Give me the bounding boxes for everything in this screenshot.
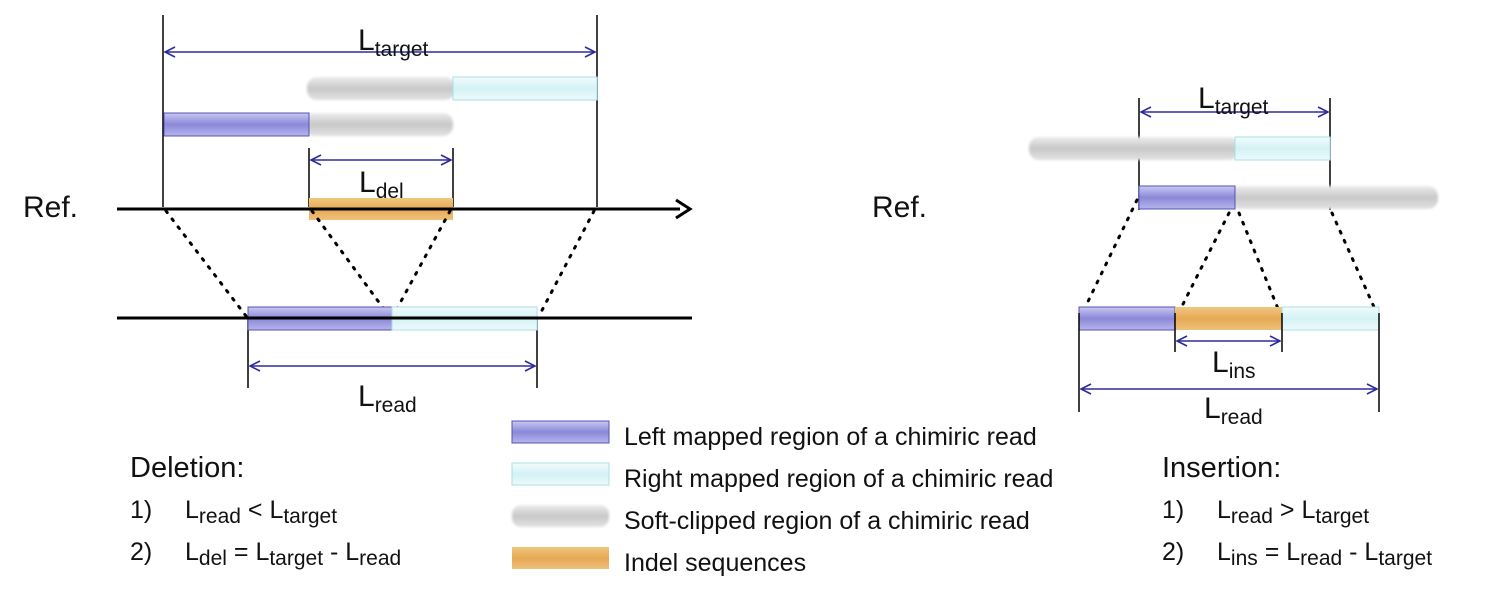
legend-label-right-mapped: Right mapped region of a chimiric read <box>624 465 1053 493</box>
projection-line <box>1079 198 1139 318</box>
insertion-title: Insertion: <box>1162 452 1281 484</box>
insertion-panel: Ref. Ltarget Lins Lread <box>872 82 1438 570</box>
projection-line <box>391 209 452 318</box>
deletion-condition-1: 1)Lread < Ltarget <box>130 496 337 528</box>
legend-label-indel: Indel sequences <box>624 549 806 577</box>
indel-sequence <box>1175 307 1282 330</box>
ref-label: Ref. <box>23 191 78 224</box>
l-target-label: Ltarget <box>358 24 429 61</box>
left-mapped-region <box>1138 185 1236 210</box>
projection-line <box>310 209 391 318</box>
insertion-condition-1: 1)Lread > Ltarget <box>1162 496 1369 528</box>
projection-line <box>1175 211 1231 318</box>
soft-clipped-region <box>305 113 453 136</box>
deletion-condition-2: 2)Ldel = Ltarget - Lread <box>130 538 401 570</box>
soft-clipped-region <box>1029 137 1239 160</box>
legend-label-left-mapped: Left mapped region of a chimiric read <box>624 423 1037 451</box>
legend: Left mapped region of a chimiric read Ri… <box>511 420 1053 577</box>
deletion-title: Deletion: <box>130 452 244 484</box>
reference-arrowhead <box>675 198 693 220</box>
legend-label-soft-clipped: Soft-clipped region of a chimiric read <box>624 507 1030 535</box>
deletion-panel: Ltarget Ldel Ref. Lread Deletion: 1)Lrea… <box>23 15 693 570</box>
right-mapped-region <box>1234 136 1331 161</box>
legend-swatch-soft-clipped <box>512 505 609 527</box>
ref-label: Ref. <box>872 191 927 224</box>
projection-line <box>1330 211 1380 318</box>
l-del-label: Ldel <box>359 166 404 203</box>
left-mapped-region <box>163 112 310 137</box>
projection-line <box>164 209 248 318</box>
l-ins-label: Lins <box>1212 346 1256 383</box>
l-target-label: Ltarget <box>1198 82 1269 119</box>
l-read-label: Lread <box>358 380 417 417</box>
projection-line <box>1237 211 1283 318</box>
right-mapped-region <box>452 76 598 101</box>
legend-swatch-right-mapped <box>511 462 610 486</box>
left-mapped-region <box>1078 306 1176 331</box>
insertion-condition-2: 2)Lins = Lread - Ltarget <box>1162 538 1432 570</box>
projection-line <box>537 209 596 318</box>
legend-swatch-left-mapped <box>511 420 610 444</box>
legend-swatch-indel <box>512 547 609 569</box>
soft-clipped-region <box>1230 186 1438 209</box>
soft-clipped-region <box>307 77 455 100</box>
right-mapped-region <box>1281 306 1380 331</box>
l-read-label: Lread <box>1204 392 1263 429</box>
